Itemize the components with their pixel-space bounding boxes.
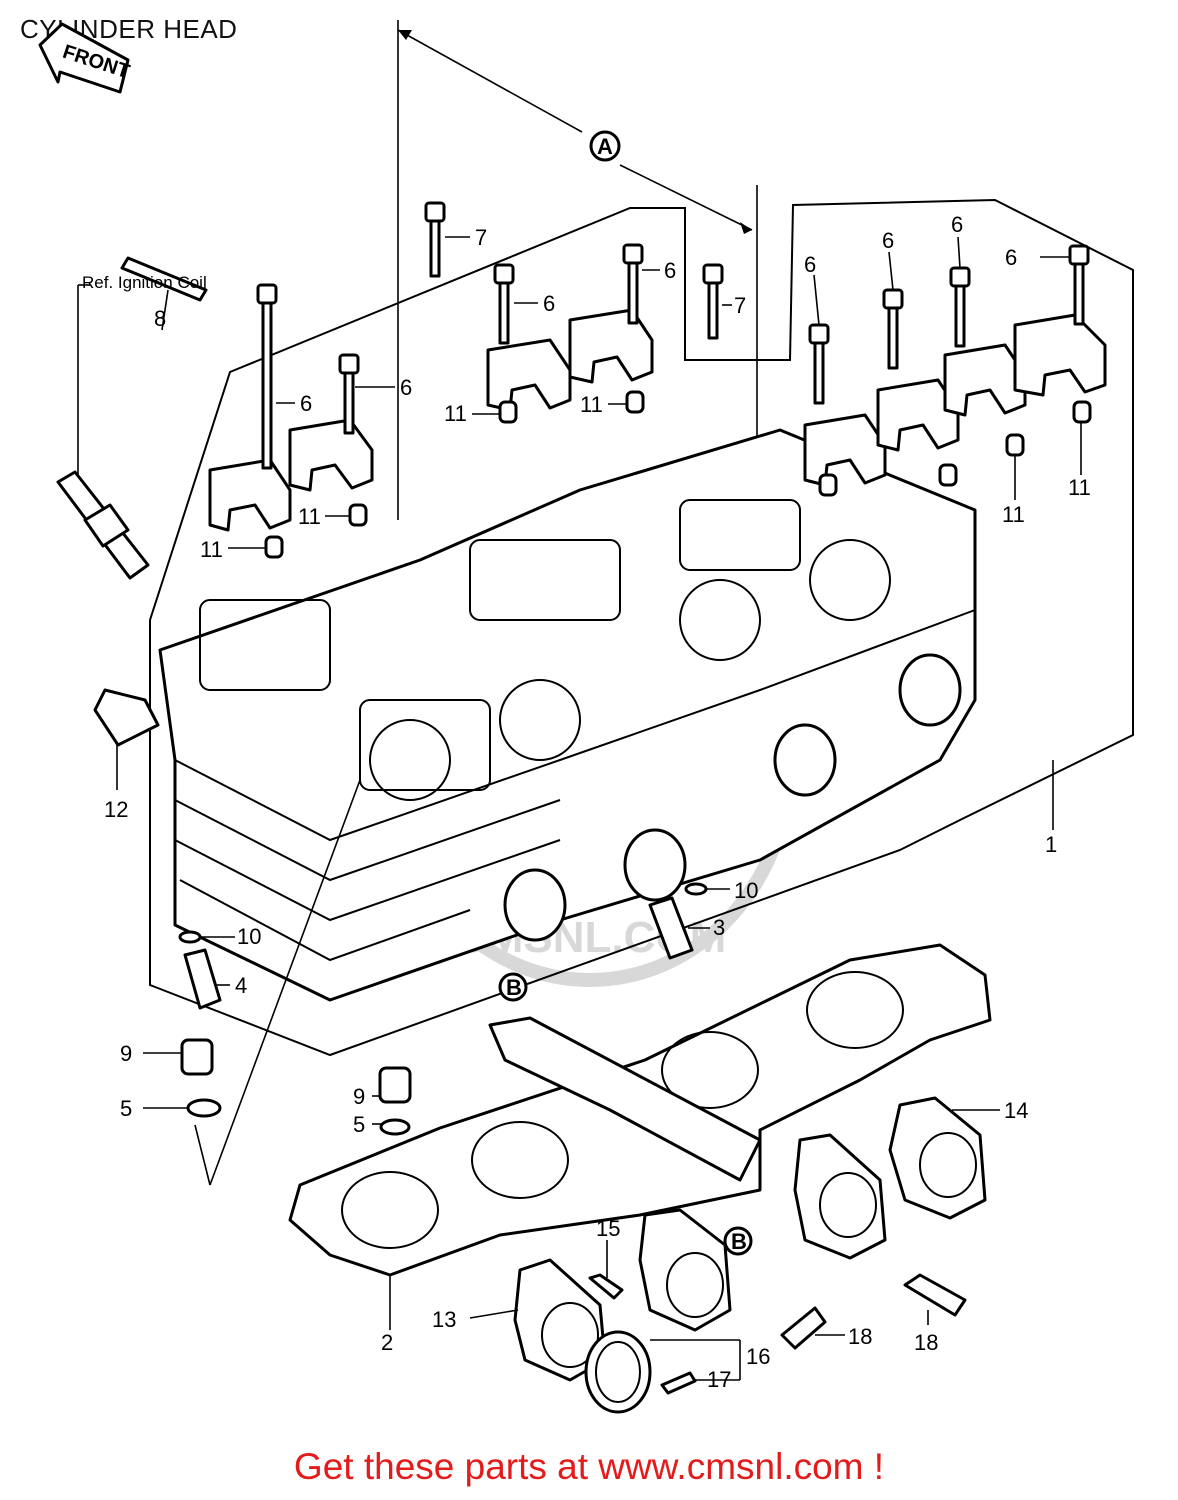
intake-holders: [513, 1096, 987, 1414]
callout-a: A: [589, 130, 621, 162]
part-label-6: 6: [543, 291, 555, 316]
part-label-1: 1: [1045, 832, 1057, 857]
part-label-6: 6: [300, 391, 312, 416]
bolt-icon: [808, 323, 830, 405]
stud-icon: [120, 256, 208, 302]
part-label-12: 12: [104, 797, 128, 822]
part-label-14: 14: [1004, 1098, 1028, 1123]
valve-guides: [178, 882, 708, 1010]
part-label-9: 9: [353, 1084, 365, 1109]
bolt-icon: [622, 243, 644, 325]
plugs-washers: [180, 779, 412, 1186]
spark-plug-icon: [56, 470, 150, 580]
part-label-6: 6: [951, 212, 963, 237]
svg-text:B: B: [506, 975, 522, 1000]
part-label-11: 11: [1002, 502, 1025, 527]
part-label-9: 9: [120, 1041, 132, 1066]
part-label-11: 11: [580, 392, 603, 417]
callout-b-bottom: B: [723, 1226, 753, 1256]
part-label-17: 17: [707, 1367, 731, 1392]
bolt-icon: [256, 283, 278, 470]
cam-cap-bolts: [256, 201, 1090, 470]
dowel-pins: [264, 390, 1092, 559]
cam-caps: [208, 308, 1107, 532]
part-label-2: 2: [381, 1330, 393, 1355]
part-label-11: 11: [200, 537, 223, 562]
part-label-10: 10: [237, 924, 261, 949]
part-label-6: 6: [882, 228, 894, 253]
svg-text:A: A: [597, 134, 613, 159]
cylinder-head: [158, 428, 977, 1002]
part-label-7: 7: [475, 225, 487, 250]
part-label-18: 18: [848, 1324, 872, 1349]
part-label-5: 5: [120, 1096, 132, 1121]
svg-text:B: B: [731, 1229, 747, 1254]
part-label-11: 11: [1068, 475, 1091, 500]
part-label-13: 13: [432, 1307, 456, 1332]
bolt-icon: [702, 263, 724, 340]
bolt-icon: [1068, 244, 1090, 326]
part-label-16: 16: [746, 1344, 770, 1369]
part-label-6: 6: [804, 252, 816, 277]
ref-ignition-coil-label: Ref. Ignition Coil: [82, 273, 207, 292]
bolt-icon: [882, 288, 904, 370]
part-label-18: 18: [914, 1330, 938, 1355]
front-arrow-icon: FRONT: [38, 22, 132, 94]
part-label-8: 8: [154, 306, 166, 331]
callout-b-top: B: [498, 972, 528, 1002]
part-label-7: 7: [734, 293, 746, 318]
bolt-icon: [949, 266, 971, 348]
part-label-11: 11: [298, 504, 321, 529]
bolt-icon: [338, 353, 360, 435]
part-label-6: 6: [1005, 245, 1017, 270]
part-label-4: 4: [235, 973, 247, 998]
part-label-10: 10: [734, 878, 758, 903]
clip-12: [93, 688, 160, 747]
bolt-icon: [424, 201, 446, 278]
part-label-6: 6: [664, 258, 676, 283]
assembly-outline: [149, 198, 1134, 1057]
part-labels: Ref. Ignition Coil 1 2 3 4 5 5 6 6 6 6 6…: [82, 212, 1091, 1392]
head-gasket: [288, 943, 992, 1277]
part-label-15: 15: [596, 1216, 620, 1241]
leader-lines: [77, 236, 1082, 1381]
part-label-11: 11: [444, 401, 467, 426]
part-label-5: 5: [353, 1112, 365, 1137]
part-label-6: 6: [400, 375, 412, 400]
promo-footer-link[interactable]: Get these parts at www.cmsnl.com !: [293, 1446, 885, 1487]
part-label-3: 3: [713, 915, 725, 940]
bolt-icon: [493, 263, 515, 345]
